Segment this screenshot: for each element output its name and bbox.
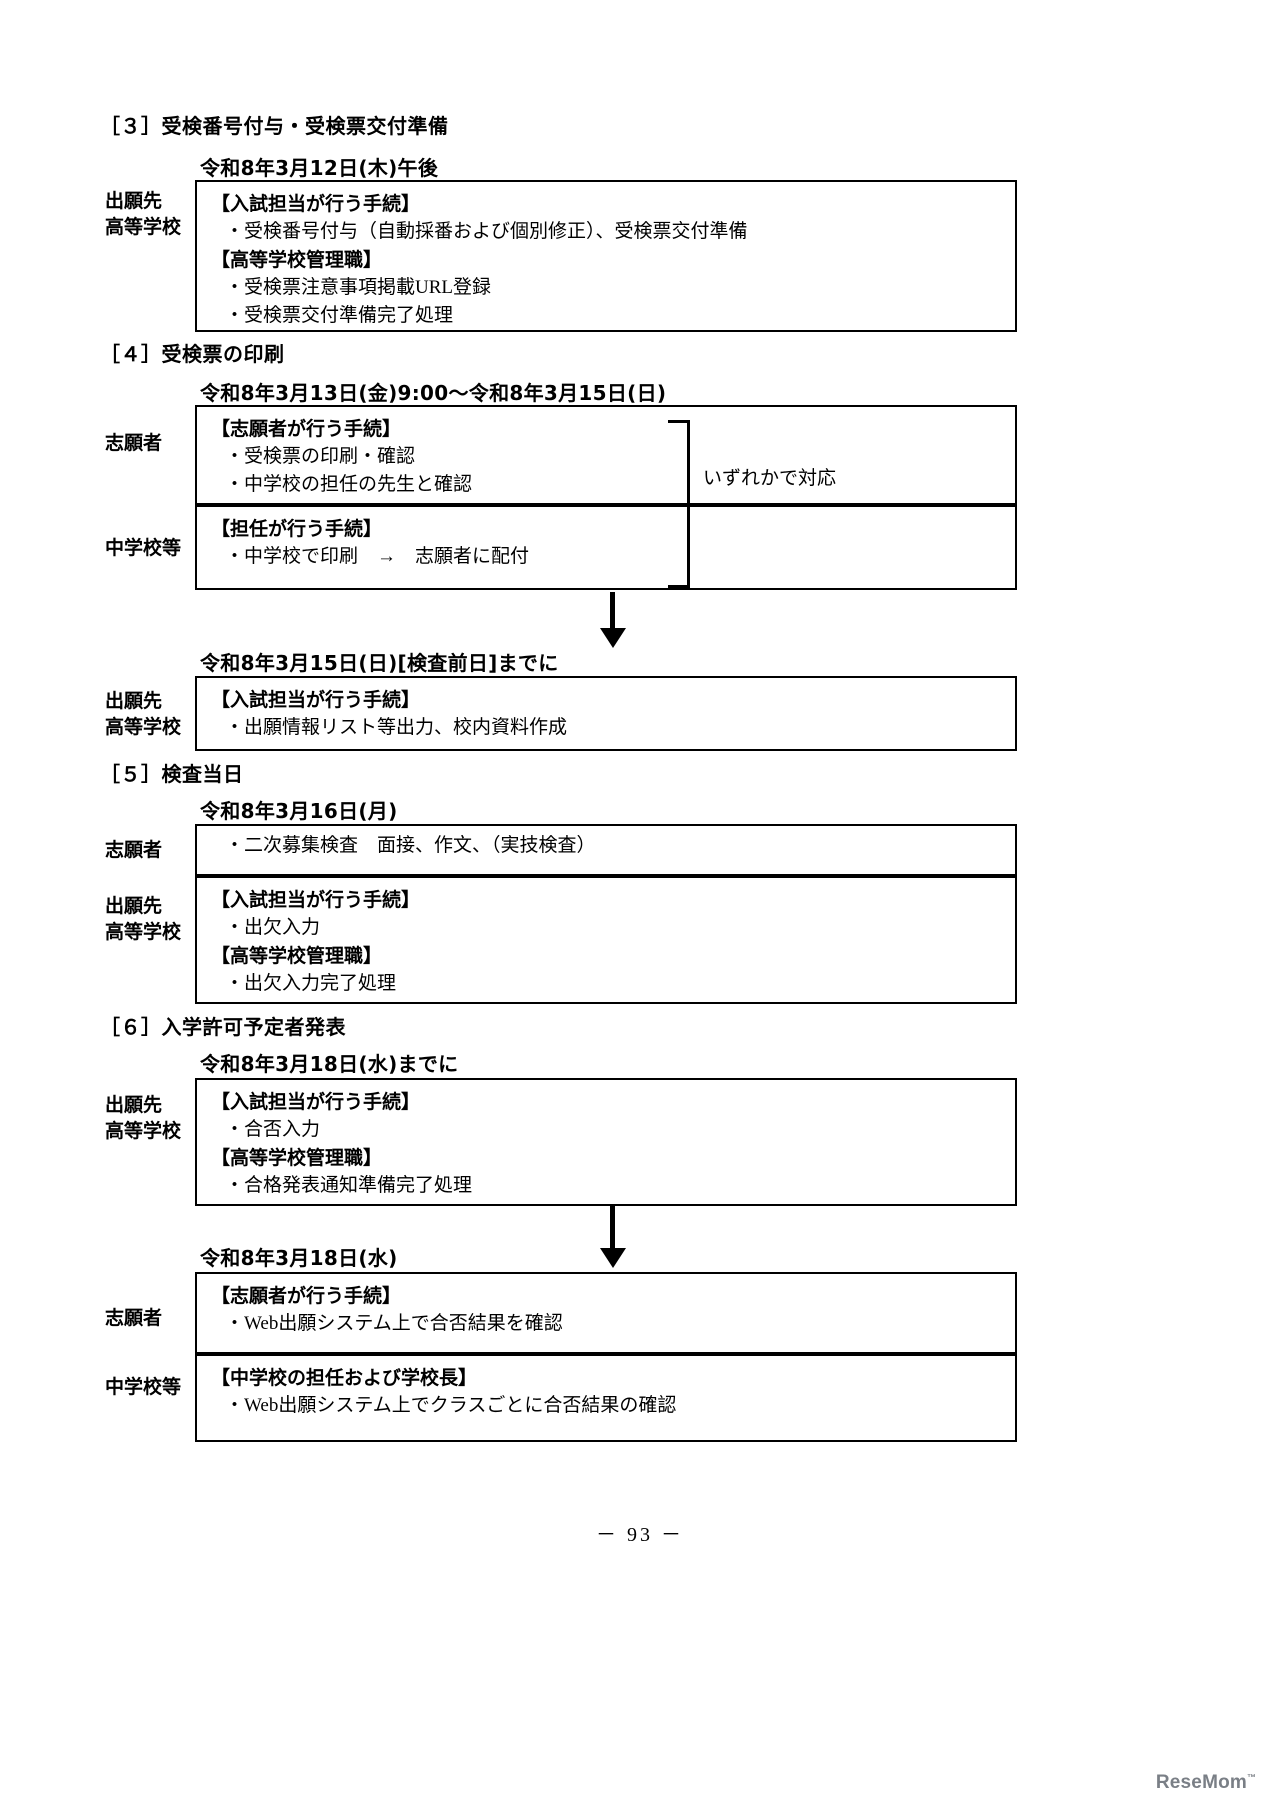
procedure-line: ・受検票の印刷・確認 [225,446,416,467]
section-6-date: 令和8年3月18日(水)までに [200,1052,459,1076]
role-label-applicant-hs-5: 出願先 高等学校 [105,893,181,945]
role-label-juniorhigh-6: 中学校等 [105,1374,181,1400]
either-option-brace [600,420,690,588]
procedure-line: 【入試担当が行う手続】 [211,689,421,711]
procedure-line: ・受検票交付準備完了処理 [225,305,454,326]
procedure-box-6-applicant: 【志願者が行う手続】 ・Web出願システム上で合否結果を確認 [195,1272,1017,1354]
section-3-date: 令和8年3月12日(木)午後 [200,156,439,180]
role-label-line2: 高等学校 [105,716,182,738]
procedure-line: 【志願者が行う手続】 [211,418,402,440]
role-label-line1: 志願者 [105,839,163,861]
procedure-line: ・出願情報リスト等出力、校内資料作成 [225,717,568,738]
role-label-line1: 志願者 [105,432,163,454]
role-label-applicant-4: 志願者 [105,430,162,456]
role-label-line1: 中学校等 [105,1376,182,1398]
role-label-applicant-5: 志願者 [105,837,162,863]
role-label-line2: 高等学校 [105,921,182,943]
procedure-line: ・合格発表通知準備完了処理 [225,1175,473,1196]
procedure-box-4-followup: 【入試担当が行う手続】 ・出願情報リスト等出力、校内資料作成 [195,676,1017,751]
procedure-line: ・受検票注意事項掲載URL登録 [225,277,492,298]
procedure-line: ・Web出願システム上でクラスごとに合否結果の確認 [225,1395,677,1416]
procedure-line: ・中学校で印刷 → 志願者に配付 [225,546,530,567]
section-6-followup-date: 令和8年3月18日(水) [200,1246,398,1270]
role-label-applicant-hs-4b: 出願先 高等学校 [105,688,181,740]
role-label-juniorhigh-4: 中学校等 [105,535,181,561]
procedure-box-3: 【入試担当が行う手続】 ・受検番号付与（自動採番および個別修正）、受検票交付準備… [195,180,1017,332]
procedure-box-4-juniorhigh: 【担任が行う手続】 ・中学校で印刷 → 志願者に配付 [195,505,1017,590]
section-heading-4: ［４］受検票の印刷 [100,342,285,366]
role-label-applicant-hs-6: 出願先 高等学校 [105,1092,181,1144]
procedure-box-5-applicant: ・二次募集検査 面接、作文、（実技検査） [195,824,1017,876]
role-label-line1: 中学校等 [105,537,182,559]
procedure-box-6-hs: 【入試担当が行う手続】 ・合否入力 【高等学校管理職】 ・合格発表通知準備完了処… [195,1078,1017,1206]
procedure-line: ・出欠入力完了処理 [225,973,397,994]
procedure-line: ・二次募集検査 面接、作文、（実技検査） [225,835,596,856]
procedure-line: 【入試担当が行う手続】 [211,1091,421,1113]
section-heading-3: ［３］受検番号付与・受検票交付準備 [100,114,449,138]
role-label-line1: 出願先 [105,895,163,917]
section-heading-5: ［５］検査当日 [100,762,244,786]
role-label-line2: 高等学校 [105,216,182,238]
role-label-line1: 志願者 [105,1307,163,1329]
procedure-line: ・出欠入力 [225,917,321,938]
flow-arrow-down-2 [600,1206,626,1268]
role-label-line1: 出願先 [105,190,163,212]
role-label-line1: 出願先 [105,690,163,712]
procedure-line: 【高等学校管理職】 [211,1147,383,1169]
section-heading-6: ［６］入学許可予定者発表 [100,1015,346,1039]
procedure-line: 【高等学校管理職】 [211,249,383,271]
procedure-line: ・受検番号付与（自動採番および個別修正）、受検票交付準備 [225,221,748,242]
procedure-line: 【担任が行う手続】 [211,518,383,540]
flow-arrow-down-1 [600,592,626,648]
section-5-date: 令和8年3月16日(月) [200,799,398,823]
procedure-line: 【中学校の担任および学校長】 [211,1367,478,1389]
role-label-applicant-6b: 志願者 [105,1305,162,1331]
procedure-line: 【入試担当が行う手続】 [211,889,421,911]
procedure-line: ・中学校の担任の先生と確認 [225,474,473,495]
role-label-applicant-hs-3: 出願先 高等学校 [105,188,181,240]
procedure-line: 【高等学校管理職】 [211,945,383,967]
procedure-box-5-hs: 【入試担当が行う手続】 ・出欠入力 【高等学校管理職】 ・出欠入力完了処理 [195,876,1017,1004]
watermark-mark: ™ [1247,1772,1256,1783]
procedure-box-4-applicant: 【志願者が行う手続】 ・受検票の印刷・確認 ・中学校の担任の先生と確認 [195,405,1017,505]
watermark-text: ReseMom [1155,1772,1247,1793]
role-label-line1: 出願先 [105,1094,163,1116]
role-label-line2: 高等学校 [105,1120,182,1142]
section-4-date: 令和8年3月13日(金)9:00～令和8年3月15日(日) [200,381,667,405]
procedure-line: 【入試担当が行う手続】 [211,193,421,215]
procedure-line: ・Web出願システム上で合否結果を確認 [225,1313,563,1334]
procedure-line: ・合否入力 [225,1119,321,1140]
resemom-watermark: ReseMom™ [1156,1772,1256,1794]
procedure-box-6-juniorhigh: 【中学校の担任および学校長】 ・Web出願システム上でクラスごとに合否結果の確認 [195,1354,1017,1442]
procedure-line: 【志願者が行う手続】 [211,1285,402,1307]
either-option-label: いずれかで対応 [703,468,837,489]
page-number: － 93 － [596,1524,684,1546]
section-4-followup-date: 令和8年3月15日(日)[検査前日]までに [200,651,559,675]
